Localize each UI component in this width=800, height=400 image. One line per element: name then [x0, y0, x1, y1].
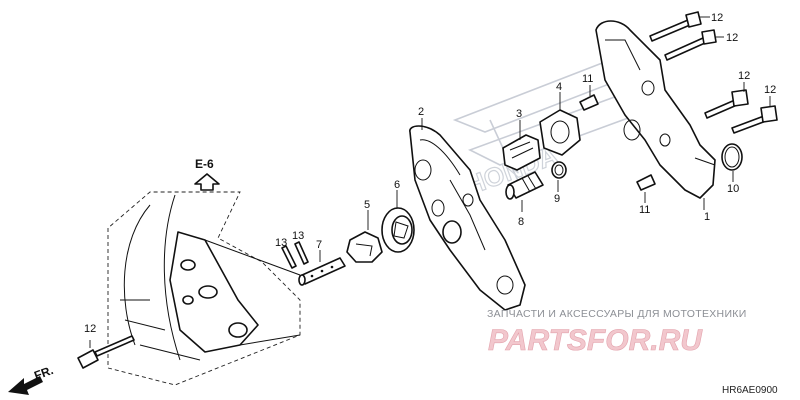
- callout-2: 2: [418, 106, 424, 118]
- rotor-4: [539, 109, 581, 156]
- inner-rotor-5: [346, 231, 383, 263]
- callout-12-top: 12: [711, 12, 723, 24]
- shaft-7: [298, 257, 346, 286]
- callout-13-left: 13: [275, 237, 287, 249]
- callout-3: 3: [516, 108, 522, 120]
- callout-7: 7: [316, 239, 322, 251]
- callout-12-third: 12: [738, 70, 750, 82]
- callout-12-lower-left: 12: [84, 323, 96, 335]
- bolt-12-lower: [77, 335, 135, 369]
- callout-12-fourth: 12: [764, 84, 776, 96]
- callout-9: 9: [554, 193, 560, 205]
- ring-9: [551, 161, 567, 179]
- watermark-brand: PARTSFOR.RU: [488, 324, 703, 357]
- dowel-11-upper: [579, 94, 599, 111]
- callout-11-upper: 11: [582, 73, 593, 85]
- callout-10: 10: [727, 183, 739, 195]
- crankcase-reference-area: [107, 191, 301, 386]
- callout-6: 6: [394, 179, 400, 191]
- callout-13-right: 13: [292, 230, 304, 242]
- bolts-12-upper: [649, 11, 778, 134]
- pins-13: [281, 241, 309, 269]
- callout-12-second: 12: [726, 32, 738, 44]
- callout-1: 1: [704, 211, 710, 223]
- front-direction-indicator: FR.: [8, 363, 55, 395]
- dowel-11-lower: [636, 174, 656, 191]
- callout-8: 8: [518, 216, 524, 228]
- outer-rotor-6: [381, 207, 415, 253]
- direction-label: FR.: [32, 363, 55, 383]
- relief-valve-8: [505, 171, 544, 200]
- diagram-code: HR6AE0900: [722, 385, 778, 396]
- watermark-tagline: ЗАПЧАСТИ И АКСЕССУАРЫ ДЛЯ МОТОТЕХНИКИ: [487, 308, 747, 320]
- callout-11-lower: 11: [639, 204, 650, 216]
- partsfor-watermark: ЗАПЧАСТИ И АКСЕССУАРЫ ДЛЯ МОТОТЕХНИКИ PA…: [487, 308, 747, 357]
- section-reference: E-6: [194, 157, 220, 191]
- callout-5: 5: [364, 199, 370, 211]
- pump-plate-2: [409, 125, 526, 311]
- callout-4: 4: [556, 81, 562, 93]
- gear-3: [502, 134, 541, 171]
- pump-housing-1: [595, 20, 716, 199]
- up-arrow-icon: [194, 173, 220, 191]
- callout-leaders: [319, 16, 771, 262]
- section-reference-label: E-6: [195, 157, 214, 171]
- direction-arrow-icon: [8, 376, 43, 395]
